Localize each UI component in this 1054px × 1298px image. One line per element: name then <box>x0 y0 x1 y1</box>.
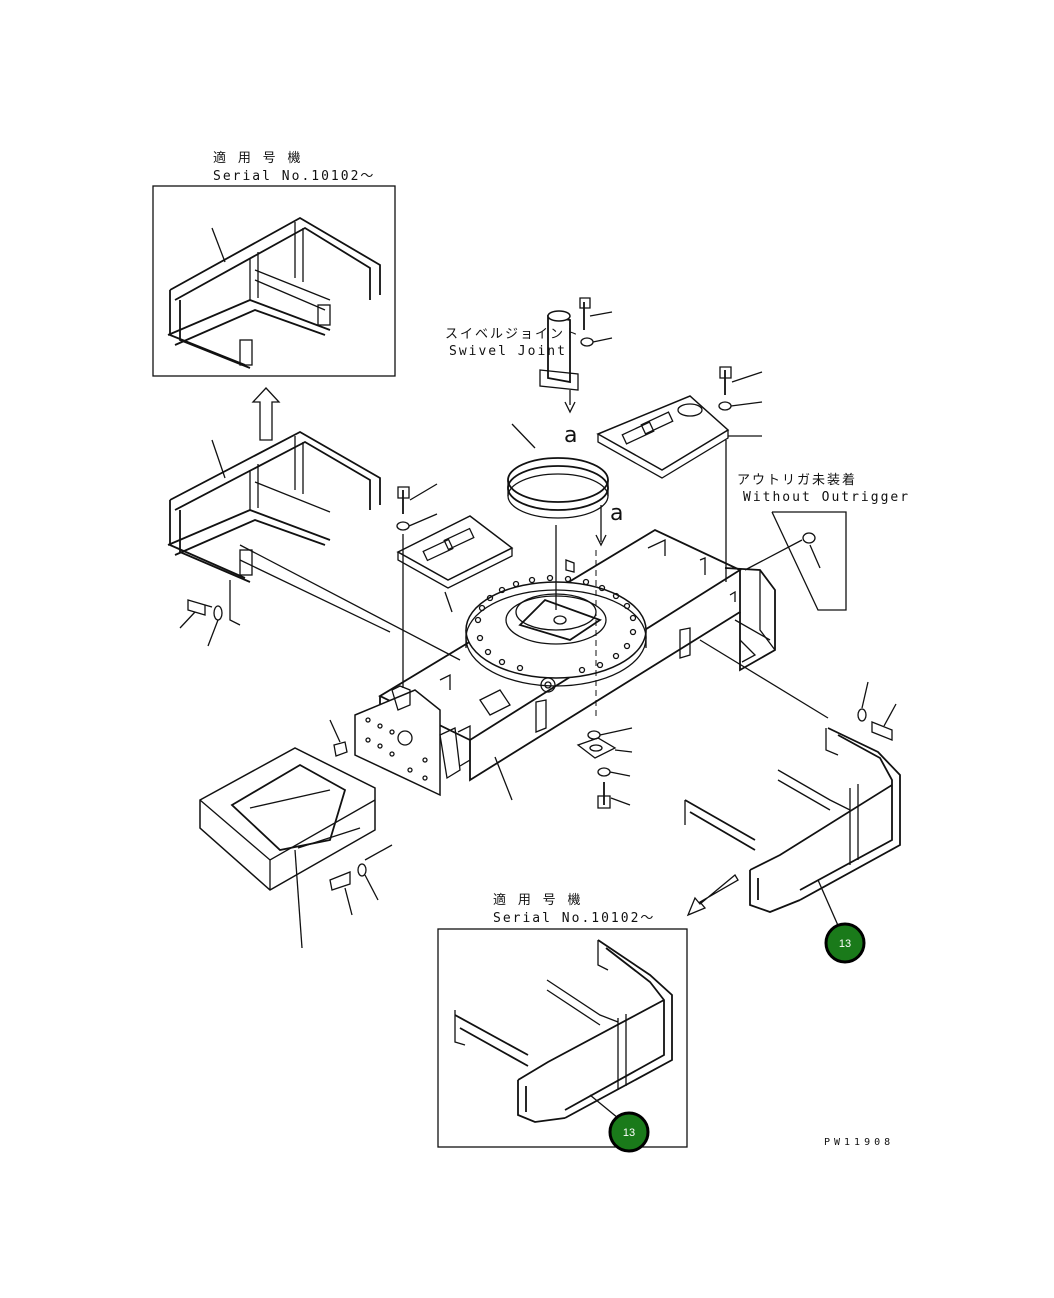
swivel-joint: スイベルジョイント Swivel Joint <box>445 297 613 414</box>
inset-bottom: 適 用 号 機 Serial No.10102～ <box>437 892 688 1148</box>
swivel-joint-label-jp: スイベルジョイント <box>445 327 580 342</box>
callout-13-inset-label: 13 <box>623 1127 635 1139</box>
leader-line-2 <box>239 544 461 661</box>
ring-seal: a <box>507 423 609 519</box>
up-arrow <box>251 387 281 441</box>
drawing-code: PW11908 <box>824 1137 894 1148</box>
left-guard <box>167 430 381 647</box>
inset-top-label-jp: 適 用 号 機 <box>213 150 302 166</box>
inset-bottom-label-jp: 適 用 号 機 <box>493 892 582 908</box>
right-guard <box>684 681 901 931</box>
view-mark-a-top: a <box>564 423 577 448</box>
front-cover <box>199 747 393 949</box>
callout-13-inset[interactable]: 13 <box>608 1111 650 1153</box>
view-mark-a-side: a <box>610 501 623 526</box>
outrigger-callout: アウトリガ未装着 Without Outrigger <box>737 472 910 611</box>
inset-top-label-en: Serial No.10102～ <box>213 169 375 184</box>
down-left-arrow <box>686 874 739 917</box>
view-arrow-a: a <box>595 501 623 547</box>
inset-bottom-guard <box>454 939 673 1123</box>
inset-bottom-frame <box>437 928 688 1148</box>
swivel-joint-label-en: Swivel Joint <box>449 344 567 359</box>
cover-plate-left <box>396 483 514 688</box>
small-bracket-leader <box>329 719 341 743</box>
outrigger-label-en: Without Outrigger <box>743 490 910 505</box>
callout-13-main-label: 13 <box>839 938 851 950</box>
leader-line-1 <box>239 559 391 633</box>
inset-top: 適 用 号 機 Serial No.10102～ <box>152 150 396 377</box>
outrigger-label-jp: アウトリガ未装着 <box>737 472 857 488</box>
cover-gasket <box>576 727 633 809</box>
turntable-bearing <box>465 525 647 720</box>
inset-top-frame <box>152 185 396 377</box>
turntable-bolt-holes <box>474 574 637 674</box>
inset-top-guard <box>167 216 381 369</box>
main-frame <box>354 528 829 801</box>
cover-plate-right <box>596 366 763 582</box>
inset-bottom-label-en: Serial No.10102～ <box>493 911 655 926</box>
small-bracket <box>333 741 348 757</box>
callout-13-main[interactable]: 13 <box>824 922 866 964</box>
